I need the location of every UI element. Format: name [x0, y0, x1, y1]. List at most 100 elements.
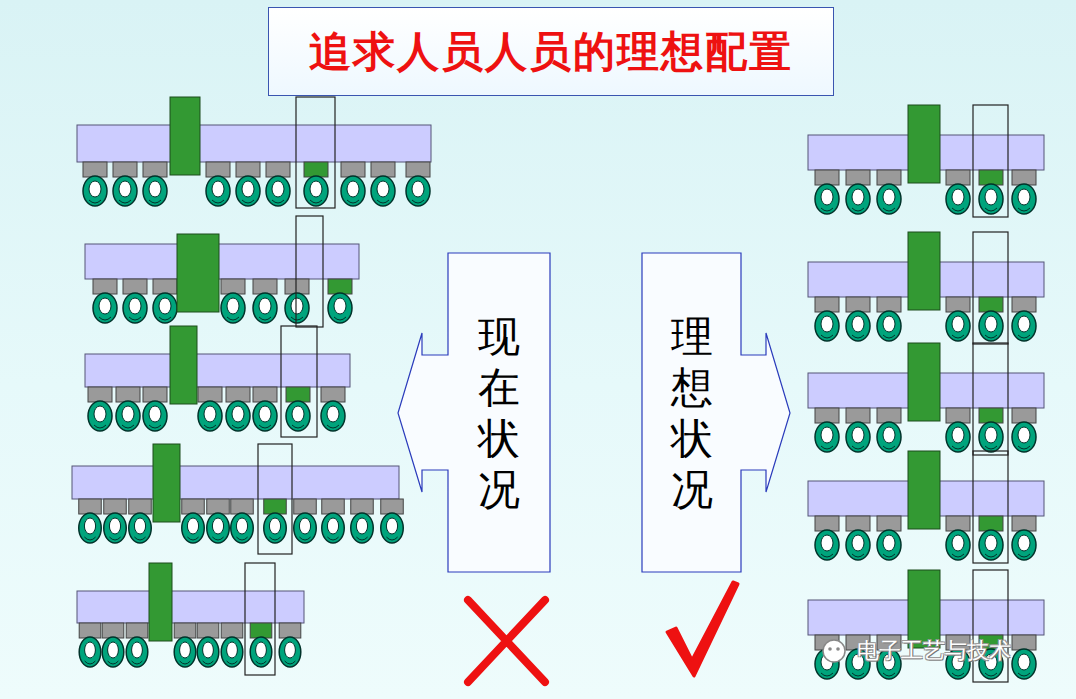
bottleneck-block	[908, 343, 940, 421]
workstation	[294, 499, 317, 514]
workstation	[979, 408, 1003, 423]
worker	[846, 530, 870, 560]
workstation	[1012, 297, 1036, 312]
workstation	[221, 623, 243, 638]
worker	[321, 401, 345, 431]
workstation	[79, 499, 102, 514]
check-mark	[667, 582, 738, 676]
worker	[1012, 530, 1036, 560]
worker	[815, 530, 839, 560]
workstation	[123, 279, 147, 294]
station-frame	[245, 563, 275, 675]
workstation	[198, 387, 222, 402]
worker	[979, 184, 1003, 214]
station-frame	[296, 97, 335, 208]
worker	[116, 401, 140, 431]
arrow-callout: 理想状况	[642, 253, 792, 573]
workstation	[846, 516, 870, 531]
workstation	[846, 297, 870, 312]
workstation	[143, 387, 167, 402]
arrow-shape	[642, 253, 790, 572]
worker	[877, 530, 901, 560]
worker	[266, 176, 290, 206]
worker	[979, 530, 1003, 560]
worker	[946, 311, 970, 341]
worker	[264, 513, 287, 543]
worker	[174, 637, 196, 667]
workstation	[231, 499, 254, 514]
workstation	[221, 279, 245, 294]
worker	[1012, 422, 1036, 452]
workstation	[250, 623, 272, 638]
station-frame	[973, 343, 1008, 455]
production-line	[85, 216, 359, 327]
workstation	[946, 516, 970, 531]
production-line	[77, 97, 431, 208]
worker	[406, 176, 430, 206]
production-line	[85, 326, 350, 437]
workstation	[206, 162, 230, 177]
worker	[206, 176, 230, 206]
workstation	[1012, 170, 1036, 185]
bottleneck-block	[153, 444, 180, 522]
workstation	[877, 170, 901, 185]
production-line	[77, 563, 304, 675]
bottleneck-block	[170, 326, 197, 404]
arrow-outline	[397, 253, 551, 573]
workstation	[815, 170, 839, 185]
worker	[979, 311, 1003, 341]
title: 追求人员人员的理想配置	[309, 24, 793, 80]
worker	[182, 513, 205, 543]
workstation	[182, 499, 205, 514]
workstation	[877, 297, 901, 312]
callout-body: 理想状况	[642, 253, 741, 573]
worker	[946, 422, 970, 452]
callout-body: 现在状况	[448, 253, 550, 573]
worker	[102, 637, 124, 667]
worker	[197, 637, 219, 667]
workstation	[279, 623, 301, 638]
watermark: 电子工艺与技术	[857, 636, 1011, 666]
conveyor-bar	[85, 354, 350, 387]
workstation	[253, 387, 277, 402]
station-frame	[973, 451, 1008, 563]
workstation	[116, 387, 140, 402]
workstation	[126, 623, 148, 638]
workstation	[79, 623, 101, 638]
workstation	[946, 170, 970, 185]
workstation	[286, 387, 310, 402]
worker	[381, 513, 404, 543]
arrow-shape	[398, 253, 550, 572]
workstation	[328, 279, 352, 294]
workstation	[946, 297, 970, 312]
bottleneck-block	[908, 451, 940, 529]
workstation	[102, 623, 124, 638]
worker	[979, 422, 1003, 452]
worker	[351, 513, 374, 543]
workstation	[406, 162, 430, 177]
worker	[221, 637, 243, 667]
worker	[123, 293, 147, 323]
title-box: 追求人员人员的理想配置	[268, 7, 834, 96]
workstation	[93, 279, 117, 294]
worker	[250, 637, 272, 667]
worker	[83, 176, 107, 206]
worker	[341, 176, 365, 206]
worker	[79, 513, 102, 543]
station-frame	[973, 232, 1008, 344]
worker	[286, 401, 310, 431]
workstation	[979, 170, 1003, 185]
workstation	[877, 516, 901, 531]
workstation	[815, 408, 839, 423]
station-frame	[973, 570, 1008, 682]
production-line	[808, 343, 1044, 455]
workstation	[979, 297, 1003, 312]
production-line	[808, 570, 1044, 682]
arrow-outline	[642, 253, 792, 573]
workstation	[321, 387, 345, 402]
bottleneck-block	[908, 232, 940, 310]
production-line	[808, 105, 1044, 217]
worker	[143, 401, 167, 431]
workstation	[1012, 635, 1036, 650]
